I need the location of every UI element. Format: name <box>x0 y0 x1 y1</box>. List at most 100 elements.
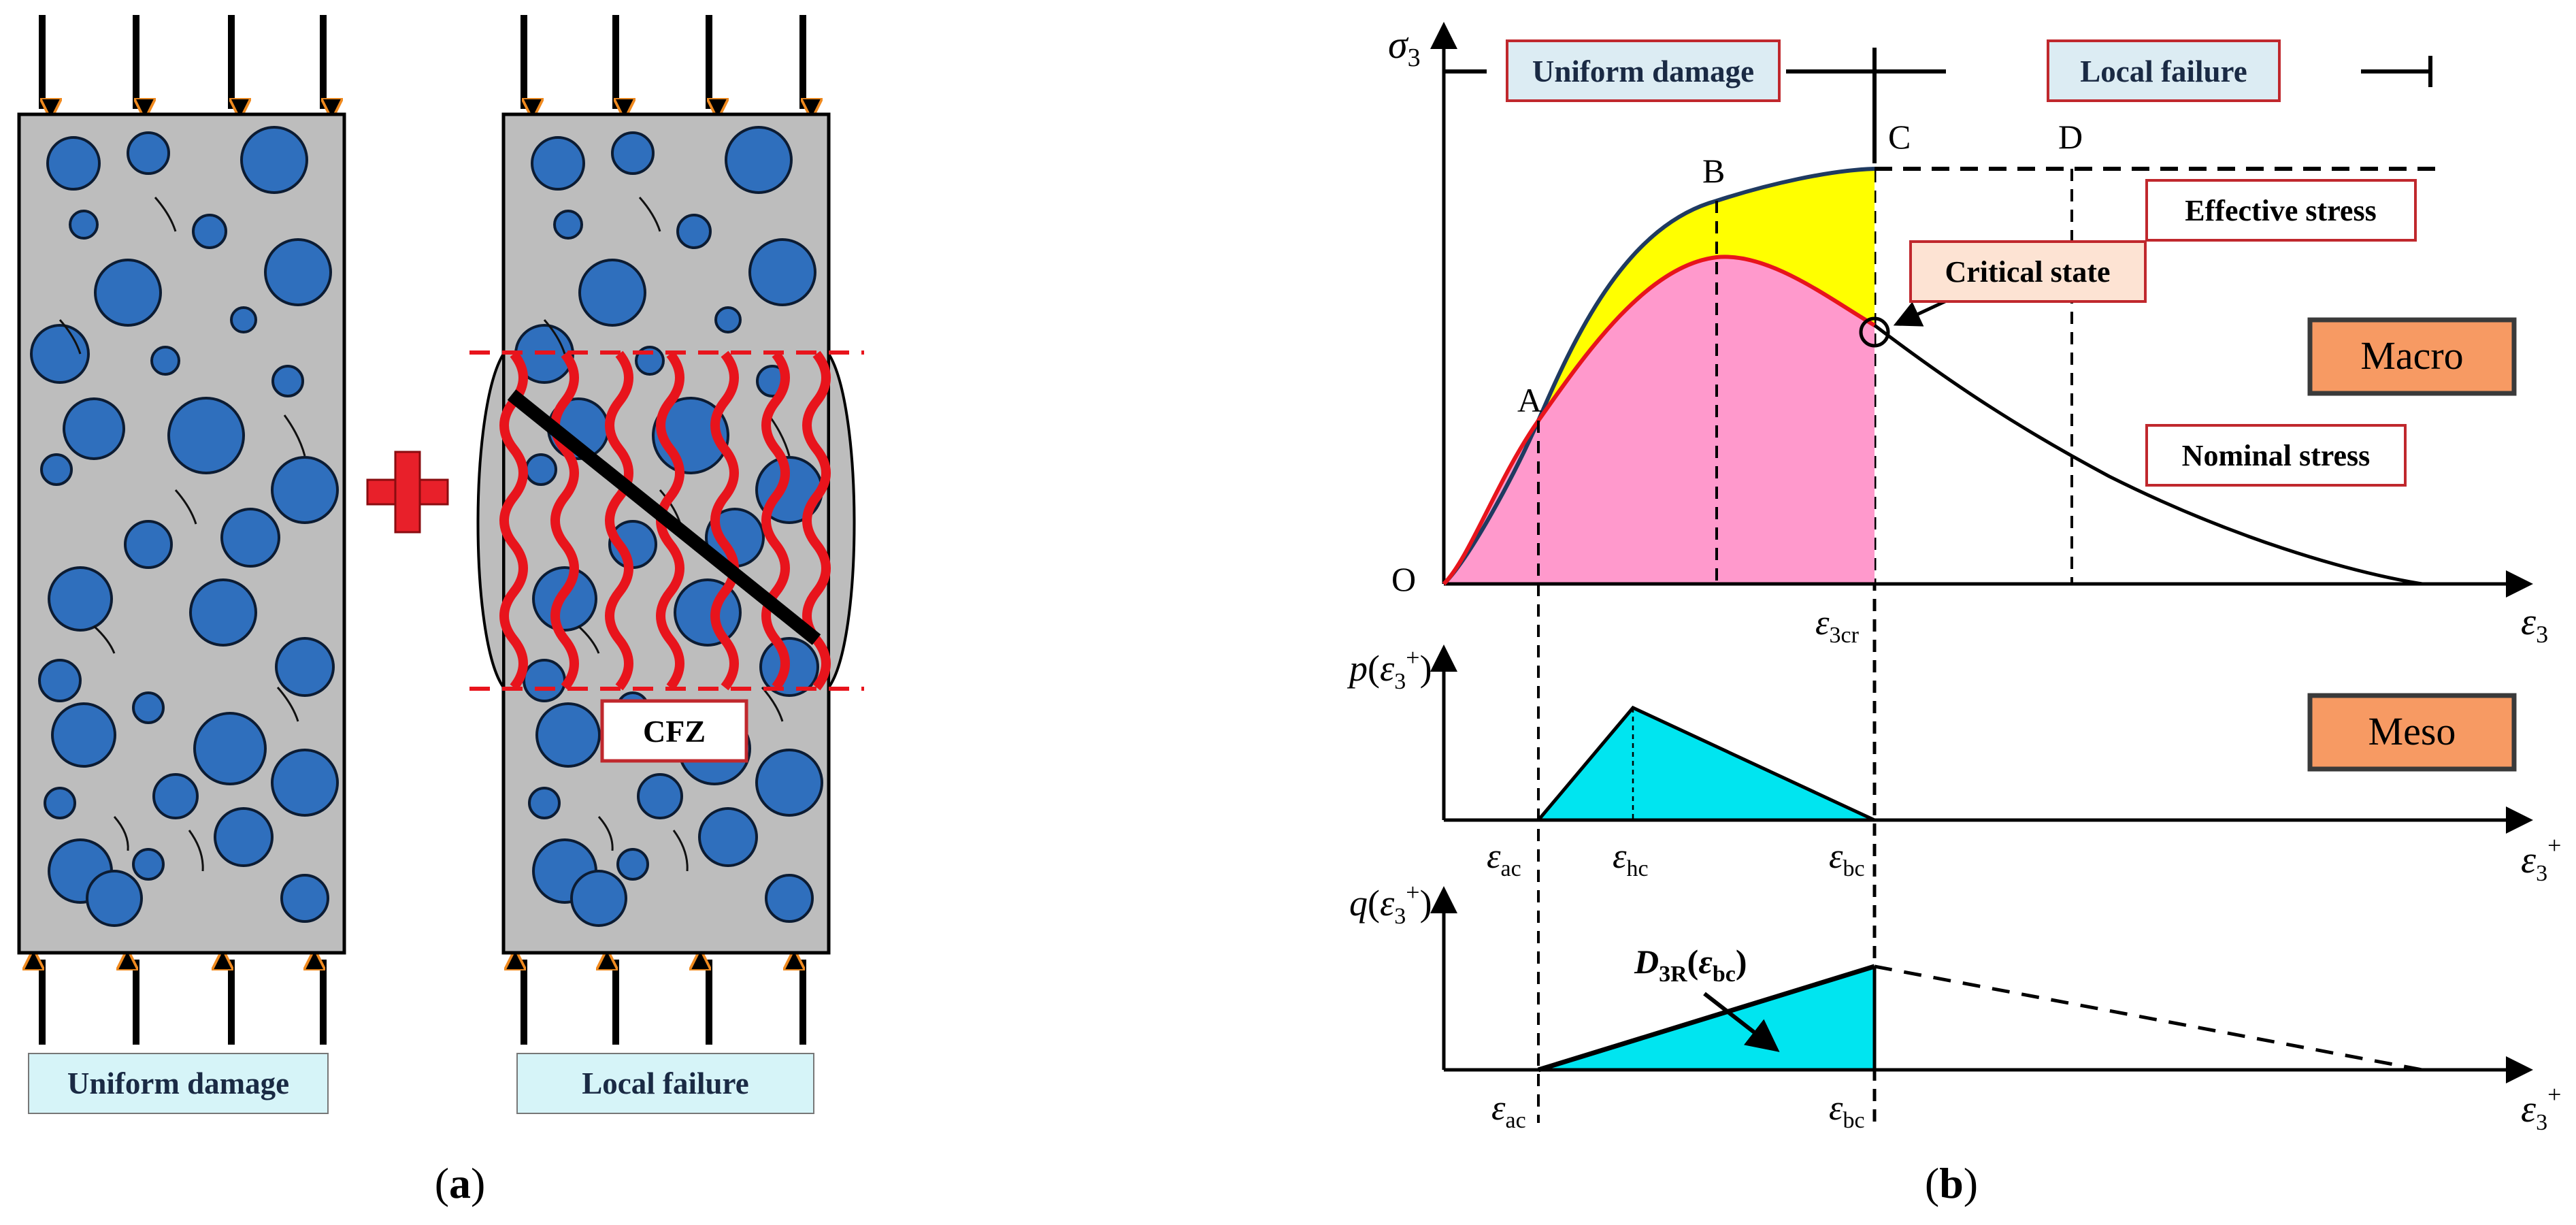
meso-tag: Meso <box>2307 693 2517 772</box>
aggregate-particle <box>152 773 199 819</box>
effective-stress-label: Effective stress <box>2145 179 2417 242</box>
aggregate-particle <box>132 848 165 881</box>
micro-crack <box>174 489 197 525</box>
aggregate-particle <box>553 210 583 240</box>
tick-eps-bc: εbc <box>1829 837 1865 881</box>
point-A-label: A <box>1517 381 1542 419</box>
q-y-label: q(ε3+) <box>1349 879 1432 929</box>
red-crack <box>710 350 739 691</box>
aggregate-particle <box>528 787 561 819</box>
svg-text:Critical state: Critical state <box>1945 255 2110 289</box>
micro-crack <box>113 816 129 851</box>
label-uniform-damage: Uniform damage <box>28 1053 329 1114</box>
svg-text:Meso: Meso <box>2368 709 2456 753</box>
bulge-left <box>476 349 505 692</box>
svg-text:Uniform damage: Uniform damage <box>1532 54 1754 88</box>
q-dashed-decline <box>1874 964 2423 1072</box>
meso-distribution <box>1534 705 1876 822</box>
aggregate-particle <box>94 259 162 327</box>
aggregate-particle <box>755 749 823 817</box>
micro-crack <box>154 197 177 232</box>
caption-a: (a) <box>435 1159 486 1207</box>
stage-label-local: Local failure <box>2047 39 2281 102</box>
aggregate-particle <box>214 807 274 867</box>
micro-crack <box>93 625 116 654</box>
aggregates-left <box>30 126 339 927</box>
tick-eps3cr: ε3cr <box>1815 604 1860 648</box>
micro-crack <box>672 830 689 872</box>
aggregate-particle <box>616 848 649 881</box>
area-pink <box>1444 257 1875 584</box>
svg-text:Local failure: Local failure <box>582 1066 748 1100</box>
meso-y-label: p(ε3+) <box>1347 644 1432 694</box>
svg-text:Nominal stress: Nominal stress <box>2182 439 2371 472</box>
micro-crack <box>188 830 204 872</box>
aggregate-particle <box>637 773 683 819</box>
aggregate-particle <box>86 870 143 927</box>
effective-stress-curve <box>1442 167 1875 586</box>
macro-x-label: ε3 <box>2521 601 2548 648</box>
aggregate-particle <box>531 136 585 191</box>
stage-label-uniform: Uniform damage <box>1506 39 1781 102</box>
aggregate-particle <box>535 702 601 768</box>
cfz-label-box: CFZ <box>600 699 748 763</box>
micro-crack <box>577 625 600 654</box>
bulge-right <box>827 349 856 692</box>
aggregate-particle <box>271 456 339 524</box>
crack-lines <box>499 350 831 691</box>
origin-label: O <box>1391 560 1416 598</box>
red-crack <box>550 350 579 691</box>
red-crack <box>499 350 528 691</box>
aggregate-particle <box>725 126 793 194</box>
label-local-failure: Local failure <box>516 1053 814 1114</box>
aggregate-particle <box>38 659 82 702</box>
aggregate-particle <box>264 238 332 306</box>
shear-band <box>507 389 821 645</box>
svg-text:Macro: Macro <box>2360 333 2463 378</box>
cfz-label: CFZ <box>643 714 706 749</box>
aggregate-particle <box>240 126 308 194</box>
critical-arrow <box>1893 297 1951 327</box>
critical-point-marker <box>1859 316 1890 348</box>
meso-x-label: ε3+ <box>2521 832 2561 886</box>
aggregate-particle <box>676 214 712 249</box>
aggregate-particle <box>127 131 170 175</box>
aggregate-particle <box>189 578 257 647</box>
micro-crack <box>597 816 614 851</box>
plus-icon <box>366 451 449 534</box>
aggregate-particle <box>69 210 99 240</box>
nominal-stress-softening <box>1873 324 2423 586</box>
aggregate-particle <box>271 365 304 397</box>
nominal-stress-label: Nominal stress <box>2145 424 2407 487</box>
aggregate-particle <box>124 520 173 569</box>
aggregate-particle <box>132 691 165 724</box>
aggregate-particle <box>51 702 116 768</box>
q-annotation: D3R(εbc) <box>1634 943 1747 987</box>
aggregate-particle <box>40 453 73 486</box>
nominal-stress-prepeak <box>1442 255 1876 586</box>
aggregate-particle <box>698 807 758 867</box>
micro-crack <box>543 319 566 355</box>
aggregate-particle <box>748 238 816 306</box>
macro-y-label: σ3 <box>1388 22 1421 72</box>
q-plot: q(ε3+) D3R(εbc) εac εbc ε3+ <box>1349 879 2561 1135</box>
micro-crack <box>59 319 82 355</box>
tick-eps-hc: εhc <box>1613 837 1649 881</box>
macro-tag: Macro <box>2307 317 2517 396</box>
aggregate-particle <box>570 870 627 927</box>
aggregate-particle <box>44 787 76 819</box>
loading-arrows-top <box>39 15 803 109</box>
macro-plot: σ3 O A B C D ε3cr ε3 Effective stress Cr… <box>1388 22 2548 1123</box>
aggregate-particle <box>525 453 557 486</box>
loading-arrows-bottom <box>42 960 806 1045</box>
red-crack <box>761 350 790 691</box>
aggregate-particle <box>192 214 227 249</box>
aggregate-particle <box>714 306 742 333</box>
micro-crack <box>276 687 299 722</box>
aggregate-particle <box>765 874 814 923</box>
aggregate-particle <box>46 136 101 191</box>
svg-text:Uniform damage: Uniform damage <box>67 1066 289 1100</box>
micro-crack <box>638 197 661 232</box>
specimen-local-failure: CFZ <box>469 112 864 955</box>
